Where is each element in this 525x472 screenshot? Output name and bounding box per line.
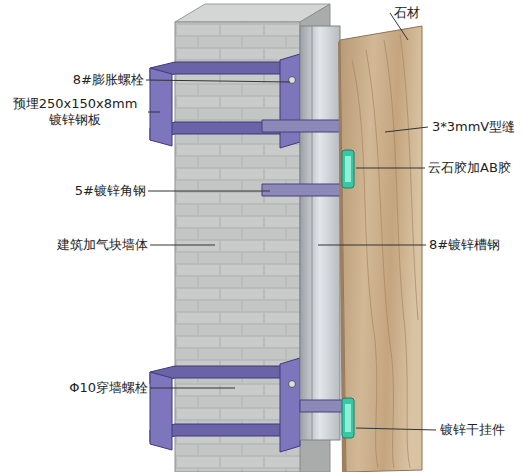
part-label: 8#镀锌槽钢 [429,237,500,253]
part-label: 3*3mmV型缝 [432,119,515,135]
part-label: 预埋250x150x8mm 镀锌钢板 [2,96,148,128]
part-label: 云石胶加AB胶 [428,160,511,176]
part-label: 石材 [394,5,420,21]
part-label: 建筑加气块墙体 [57,237,148,253]
part-label: Φ10穿墙螺栓 [69,380,148,396]
part-label: 5#镀锌角钢 [75,183,146,199]
part-label: 8#膨胀螺栓 [73,72,144,88]
part-label: 镀锌干挂件 [440,422,505,438]
